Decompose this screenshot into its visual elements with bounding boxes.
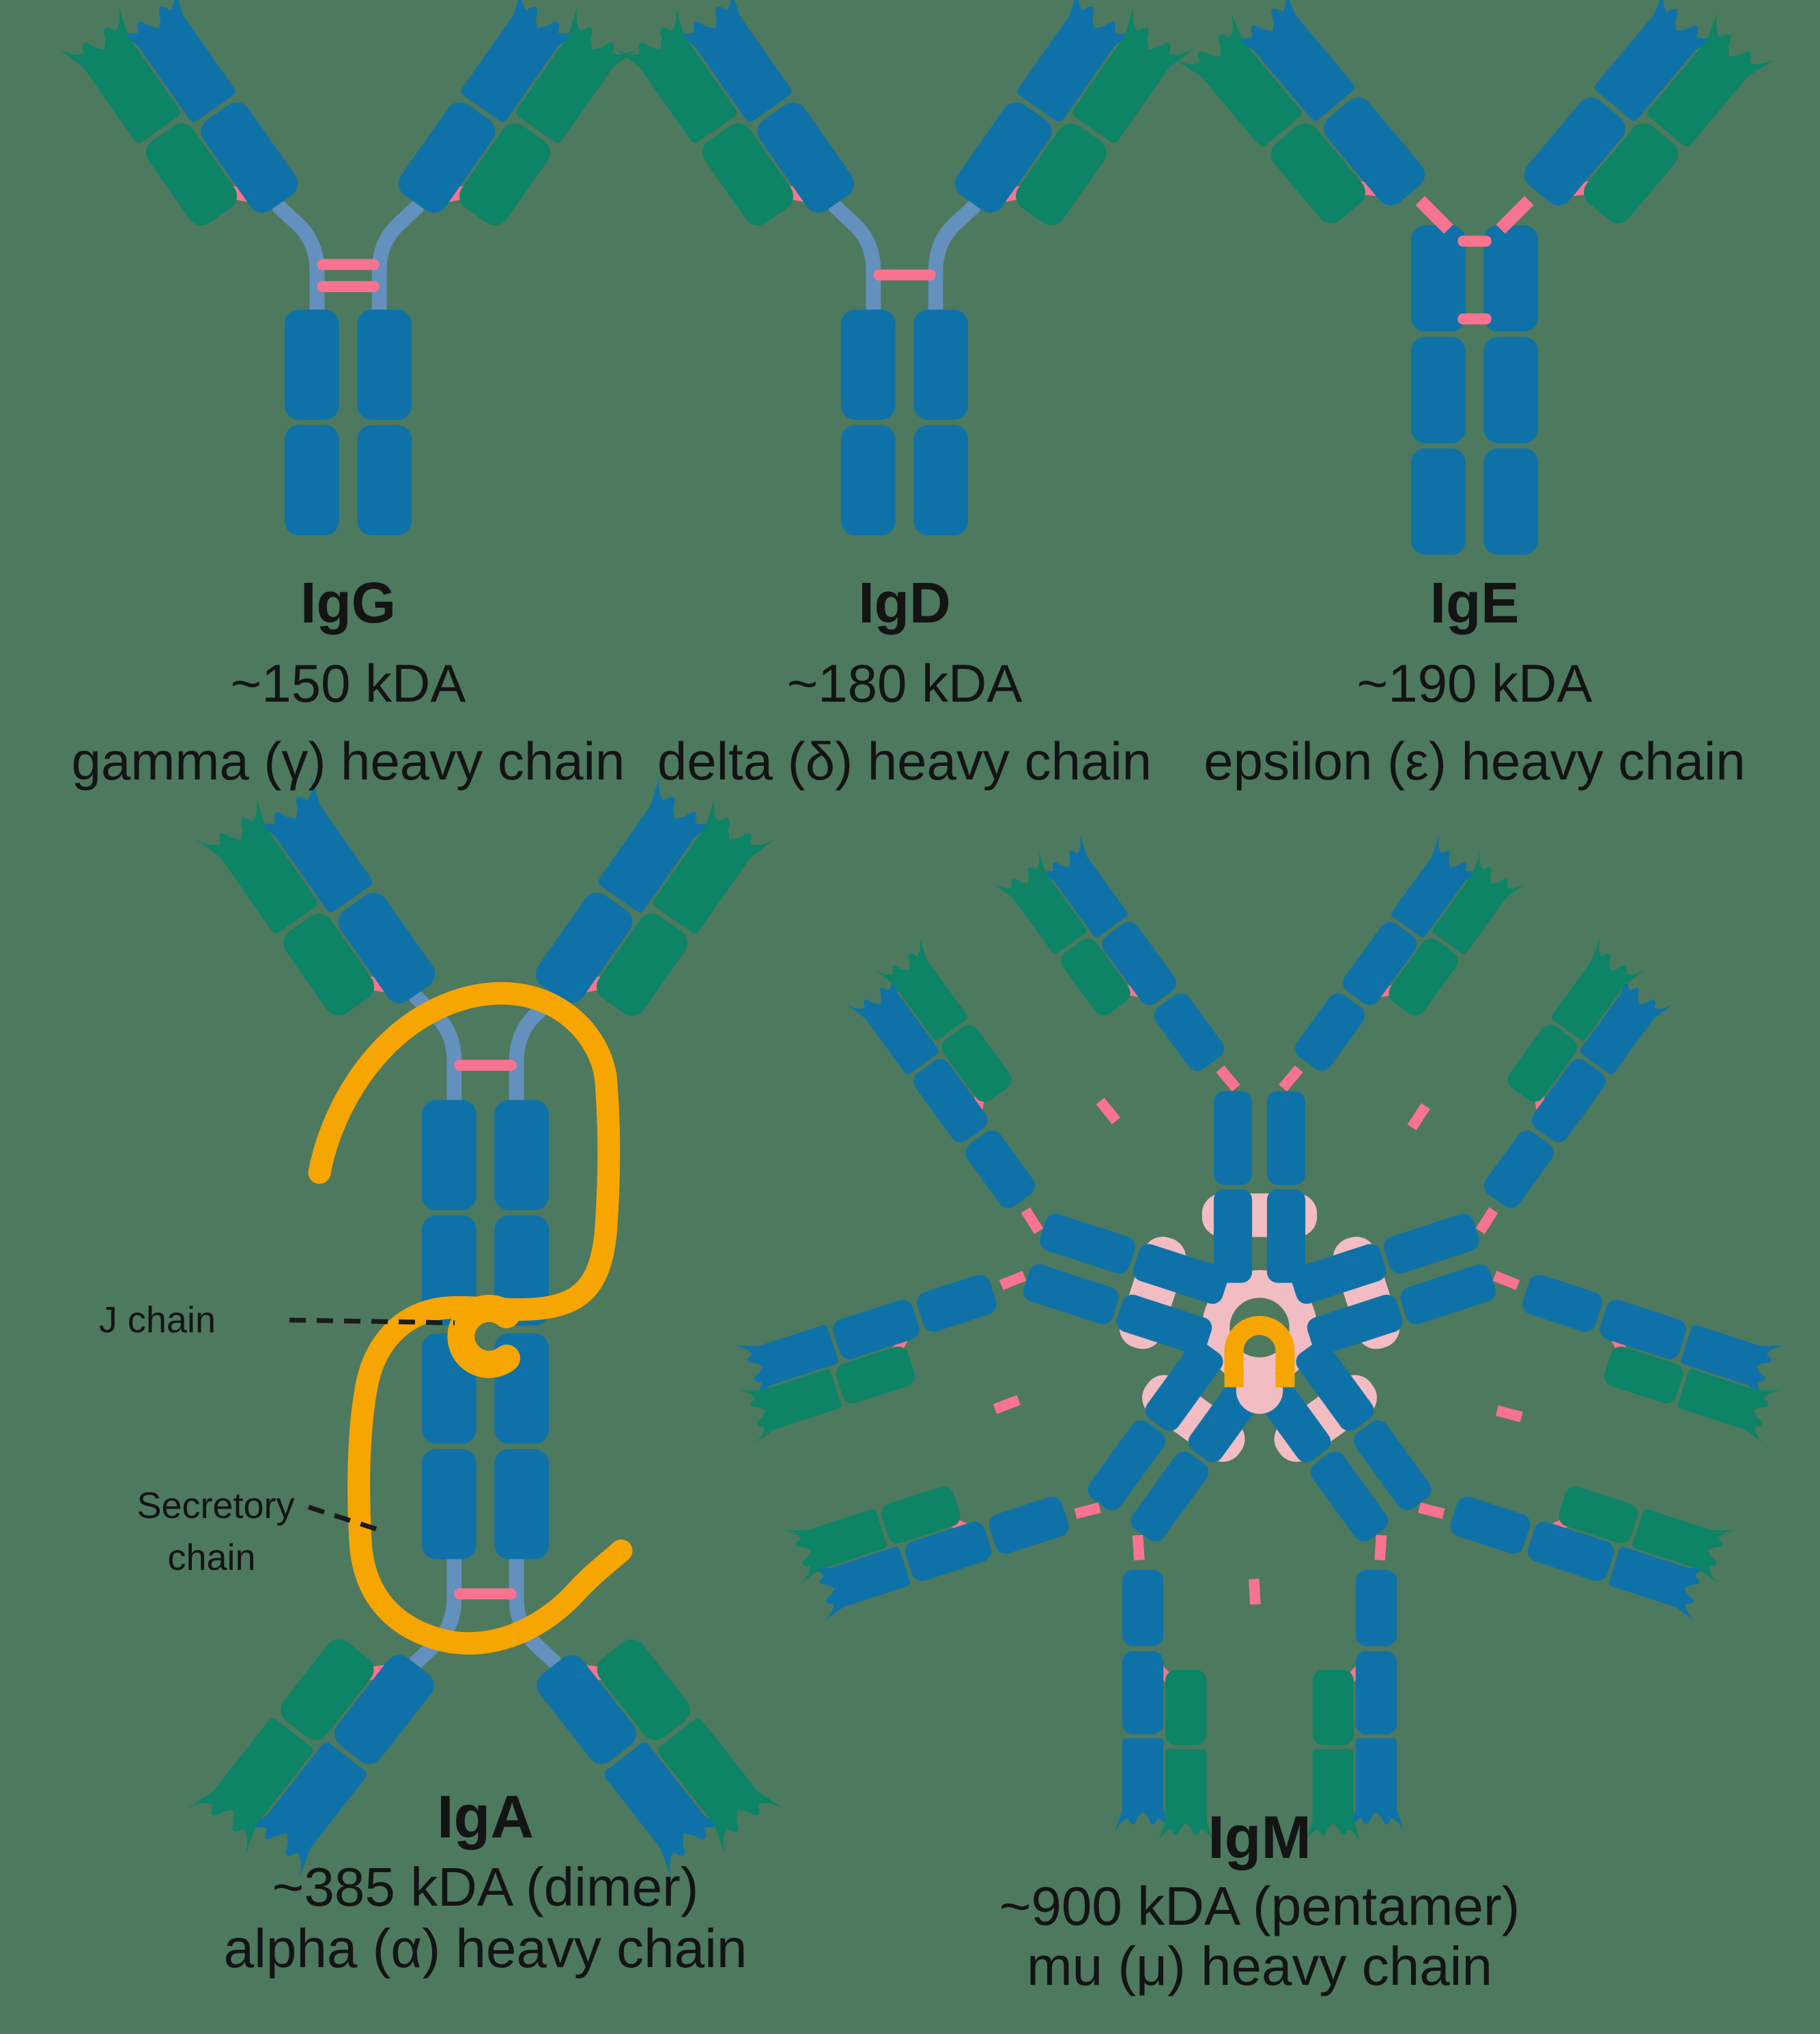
igm-chain-label: mu (μ) heavy chain — [1027, 1936, 1492, 1996]
igd-mass-label: ~180 kDA — [787, 653, 1023, 713]
igd-structure — [614, 0, 1194, 535]
igd-name-label: IgD — [858, 571, 950, 635]
igm-mass-label: ~900 kDA (pentamer) — [999, 1876, 1520, 1936]
igd-chain-label: delta (δ) heavy chain — [657, 731, 1152, 791]
igm-joining-disc — [1236, 1366, 1283, 1414]
igg-mass-label: ~150 kDA — [231, 653, 466, 713]
igm-structure — [700, 825, 1819, 1890]
iga-name-label: IgA — [437, 1783, 534, 1850]
j-chain-annotation: J chain — [99, 1300, 216, 1341]
ige-chain-label: epsilon (ε) heavy chain — [1204, 731, 1746, 791]
ige-mass-label: ~190 kDA — [1357, 653, 1593, 713]
iga-mass-label: ~385 kDA (dimer) — [272, 1857, 699, 1917]
igg-chain-label: gamma (γ) heavy chain — [72, 731, 625, 791]
j-chain — [447, 1295, 520, 1378]
secretory-annotation-line2: chain — [167, 1537, 255, 1578]
igg-structure — [58, 0, 638, 535]
iga-chain-label: alpha (α) heavy chain — [224, 1918, 748, 1979]
ige-structure — [1174, 0, 1775, 555]
ige-name-label: IgE — [1430, 571, 1520, 635]
igm-name-label: IgM — [1208, 1803, 1311, 1871]
j-chain-leader — [289, 1317, 455, 1326]
secretory-annotation-line1: Secretory — [137, 1485, 294, 1526]
igg-name-label: IgG — [300, 571, 396, 635]
iga-structure — [188, 764, 784, 1889]
secretory-leader — [307, 1504, 384, 1534]
labels: IgG ~150 kDA gamma (γ) heavy chain IgD ~… — [72, 571, 1746, 1996]
igm-j-chain-arch — [1224, 1315, 1295, 1388]
